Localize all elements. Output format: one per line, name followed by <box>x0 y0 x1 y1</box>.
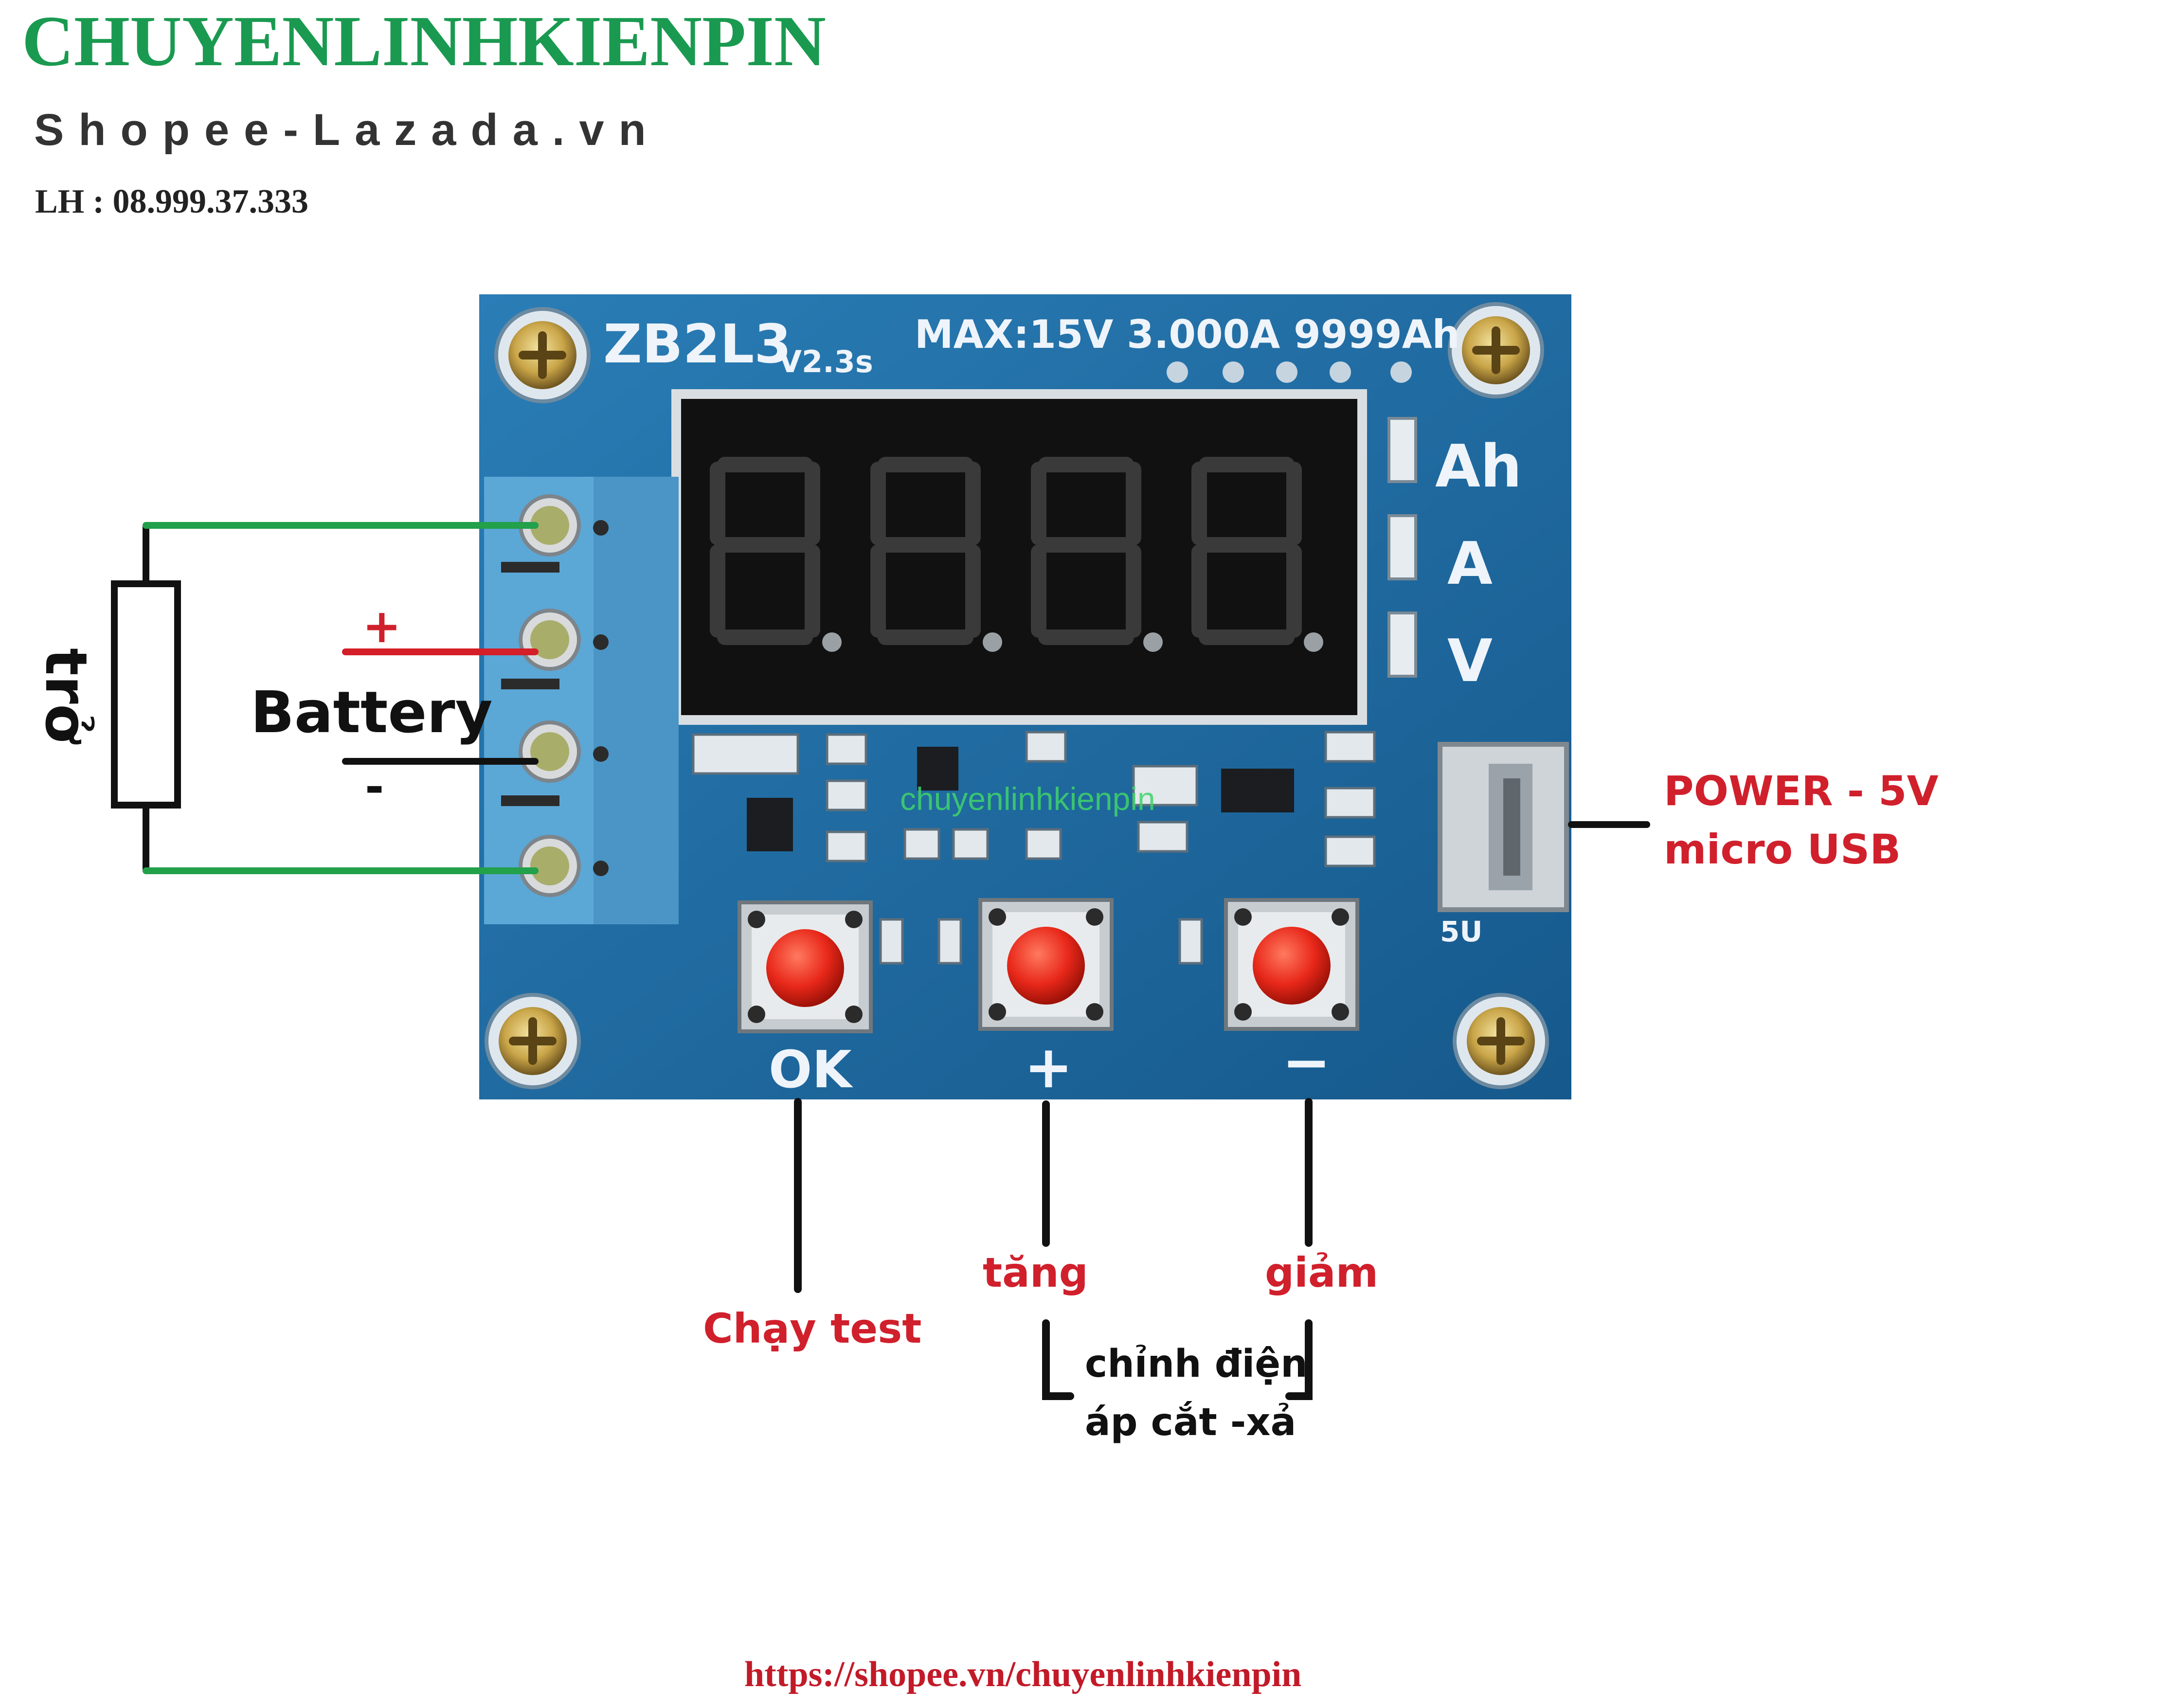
unit-label-a: A <box>1447 530 1493 598</box>
ok-button[interactable] <box>738 900 873 1033</box>
unit-label-v: V <box>1447 628 1493 695</box>
board-version: V2.3s <box>778 344 873 379</box>
run-test-label: Chạy test <box>703 1305 921 1352</box>
micro-usb-port <box>1438 742 1569 912</box>
adjust-label-line1: chỉnh điện <box>1085 1342 1308 1386</box>
pcb-board: ZB2L3 V2.3s MAX:15V 3.000A 9999Ah <box>479 294 1571 1101</box>
resistor-icon <box>111 525 181 871</box>
shop-url[interactable]: https://shopee.vn/chuyenlinhkienpin <box>744 1654 1302 1694</box>
terminal-block <box>484 477 679 924</box>
terminal-screw-icon <box>519 720 581 783</box>
minus-button[interactable] <box>1224 898 1359 1031</box>
led-row <box>1167 361 1412 383</box>
screw-icon <box>1453 993 1549 1089</box>
terminal-screw-icon <box>519 835 581 897</box>
screw-icon <box>494 307 591 403</box>
digit-3 <box>1031 457 1141 645</box>
power-label: POWER - 5V <box>1664 767 1939 815</box>
digit-1 <box>710 457 820 645</box>
brand-title: CHUYENLINHKIENPIN <box>22 1 826 81</box>
micro-usb-label: micro USB <box>1664 826 1901 873</box>
board-spec: MAX:15V 3.000A 9999Ah <box>915 312 1460 357</box>
screw-icon <box>485 993 581 1089</box>
digit-2 <box>870 457 981 645</box>
watermark-text: chuyenlinhkienpin <box>900 781 1155 817</box>
battery-plus-label: + <box>362 600 401 653</box>
digit-4 <box>1191 457 1302 645</box>
adjust-label-line2: áp cắt -xả <box>1085 1401 1296 1444</box>
unit-leds <box>1387 417 1417 678</box>
silk-plus: + <box>1024 1034 1073 1101</box>
battery-label: Battery <box>251 679 493 746</box>
screw-icon <box>1448 302 1544 398</box>
battery-minus-label: - <box>365 760 384 814</box>
plus-button[interactable] <box>978 898 1114 1031</box>
resistor-label: trở <box>33 648 100 745</box>
usb-5v-silk: 5U <box>1440 915 1482 948</box>
board-model: ZB2L3 <box>603 313 792 375</box>
decrease-label: giảm <box>1265 1249 1378 1296</box>
wires <box>143 522 1650 1400</box>
smd-components <box>692 731 1376 965</box>
ic-chips <box>747 747 1294 851</box>
unit-label-ah: Ah <box>1435 433 1522 501</box>
shop-subtitle: Shopee-Lazada.vn <box>34 105 661 155</box>
silk-ok: OK <box>769 1040 853 1099</box>
increase-label: tăng <box>983 1249 1088 1296</box>
contact-phone: LH : 08.999.37.333 <box>35 183 308 220</box>
terminal-screw-icon <box>519 609 581 671</box>
silk-minus: − <box>1282 1029 1331 1097</box>
seven-segment-display <box>671 389 1367 725</box>
